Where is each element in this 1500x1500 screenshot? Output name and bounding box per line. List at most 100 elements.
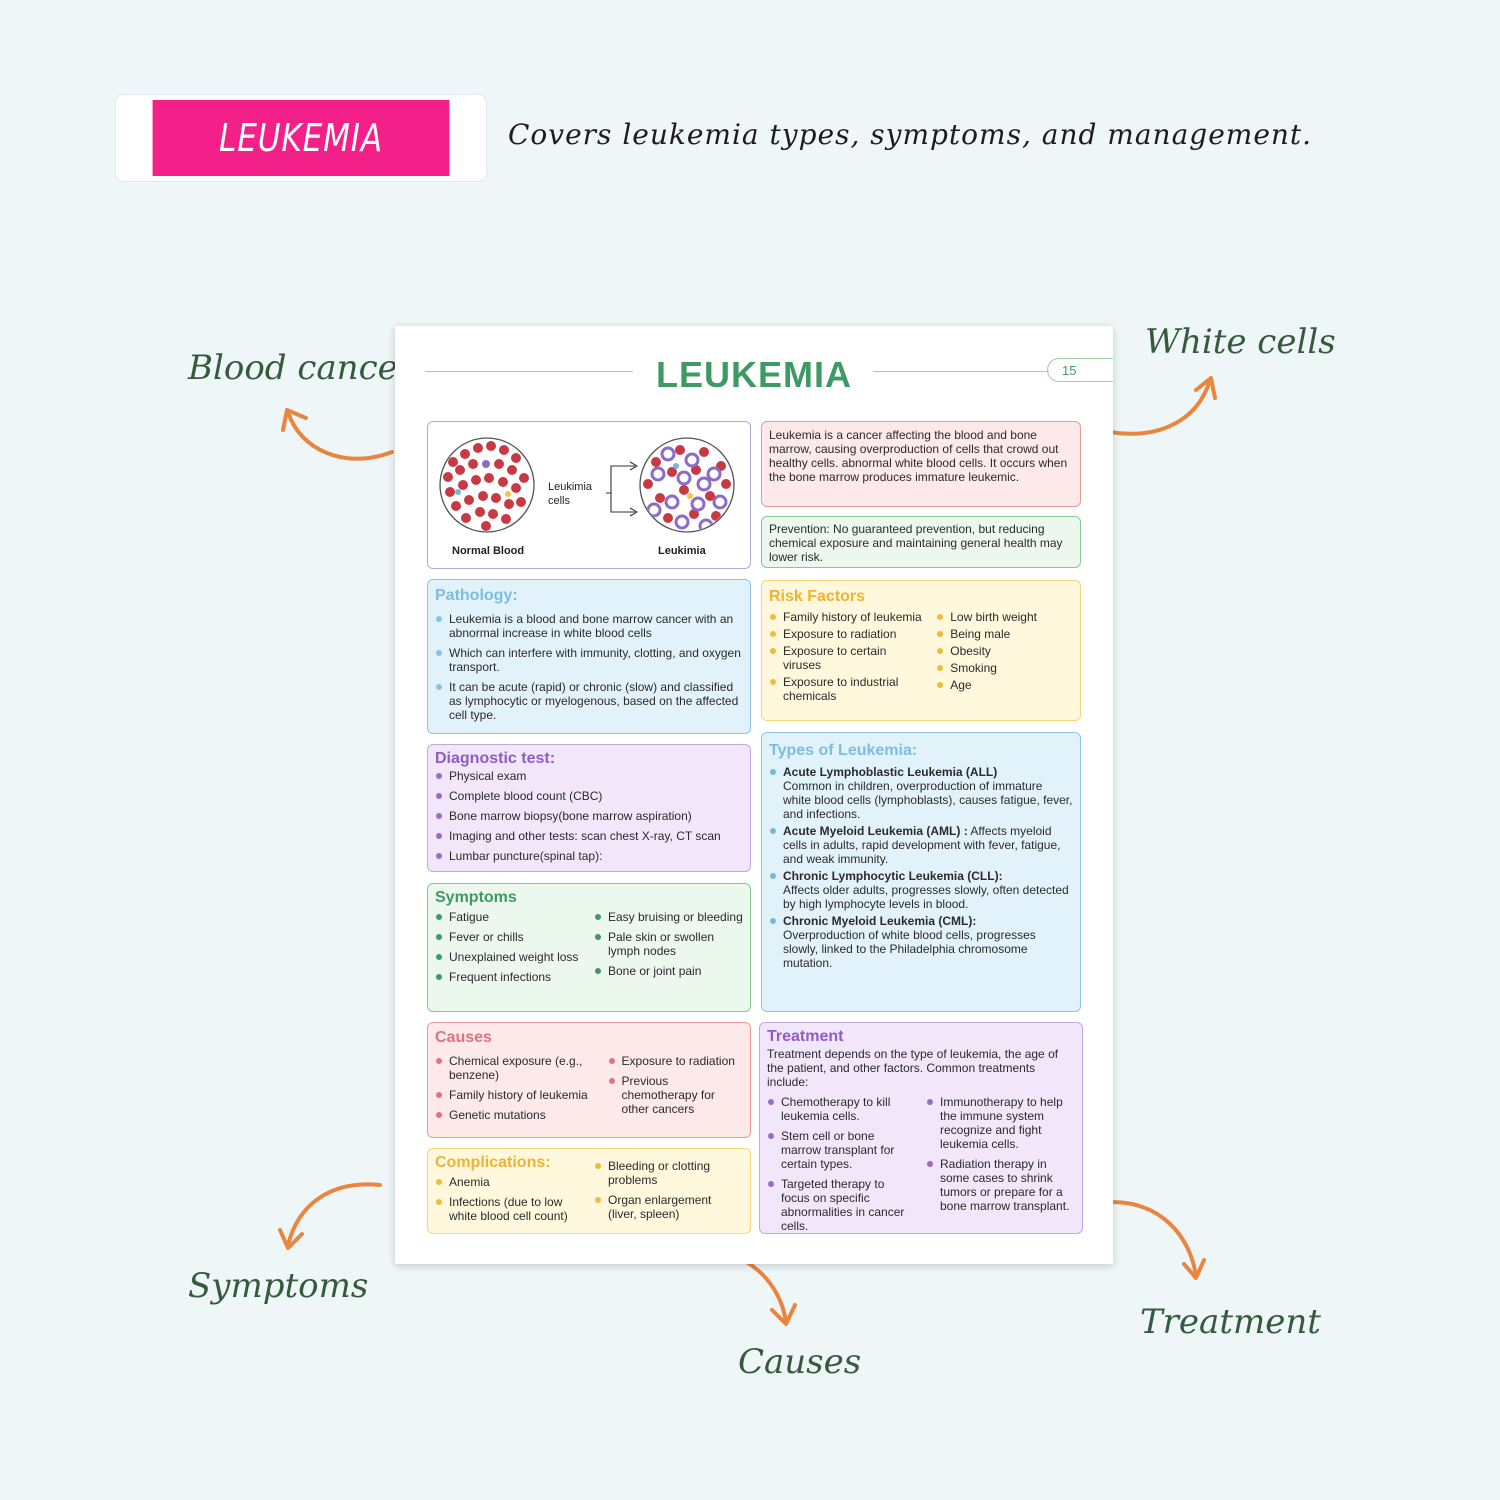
diagnostic-test-card: Diagnostic test: Physical exam Complete … <box>427 744 751 872</box>
type-description: Overproduction of white blood cells, pro… <box>783 928 1036 970</box>
list-item: Bone marrow biopsy(bone marrow aspiratio… <box>435 809 743 823</box>
list-item: Physical exam <box>435 769 743 783</box>
arrow-blood-cancer-head <box>281 408 308 432</box>
complications-card: Complications: Anemia Infections (due to… <box>427 1148 751 1234</box>
type-name: Chronic Myeloid Leukemia (CML): <box>783 914 977 928</box>
list-item: Being male <box>936 627 1073 641</box>
type-name: Acute Lymphoblastic Leukemia (ALL) <box>783 765 998 779</box>
complications-title: Complications: <box>435 1154 551 1171</box>
causes-title: Causes <box>435 1029 492 1046</box>
list-item: Exposure to radiation <box>608 1054 743 1068</box>
definition-card: Leukemia is a cancer affecting the blood… <box>761 421 1081 507</box>
treatment-title: Treatment <box>767 1028 844 1045</box>
tagline: Covers leukemia types, symptoms, and man… <box>508 118 1313 151</box>
list-item: Chronic Lymphocytic Leukemia (CLL): Affe… <box>769 869 1073 911</box>
blood-diagram-card: Leukimia cells Normal Blood Leukimia <box>427 421 751 569</box>
type-description: Affects older adults, progresses slowly,… <box>783 883 1069 911</box>
leukemia-cells-label-line2: cells <box>548 495 571 507</box>
type-description: Common in children, overproduction of im… <box>783 779 1073 821</box>
list-item: Low birth weight <box>936 610 1073 624</box>
topic-badge: LEUKEMIA <box>116 95 486 181</box>
risk-factors-card: Risk Factors Family history of leukemia … <box>761 580 1081 721</box>
list-item: Exposure to certain viruses <box>769 644 926 672</box>
list-item: Imaging and other tests: scan chest X-ra… <box>435 829 743 843</box>
list-item: Acute Myeloid Leukemia (AML) : Affects m… <box>769 824 1073 866</box>
list-item: Fever or chills <box>435 930 584 944</box>
callout-white-cells: White cells <box>1145 322 1336 362</box>
treatment-card: Treatment Treatment depends on the type … <box>759 1022 1083 1234</box>
callout-treatment: Treatment <box>1140 1302 1321 1342</box>
list-item: Age <box>936 678 1073 692</box>
list-item: Fatigue <box>435 910 584 924</box>
list-item: Infections (due to low white blood cell … <box>435 1195 584 1223</box>
list-item: Complete blood count (CBC) <box>435 789 743 803</box>
type-name: Acute Myeloid Leukemia (AML) : <box>783 824 968 838</box>
list-item: Family history of leukemia <box>769 610 926 624</box>
arrow-treatment-head <box>1182 1258 1206 1280</box>
arrow-symptoms-head <box>278 1228 304 1250</box>
pathology-card: Pathology: Leukemia is a blood and bone … <box>427 579 751 734</box>
list-item: Lumbar puncture(spinal tap): <box>435 849 743 863</box>
arrow-causes-head <box>770 1303 797 1326</box>
type-name: Chronic Lymphocytic Leukemia (CLL): <box>783 869 1003 883</box>
treatment-intro: Treatment depends on the type of leukemi… <box>767 1047 1059 1089</box>
list-item: Exposure to radiation <box>769 627 926 641</box>
list-item: Pale skin or swollen lymph nodes <box>594 930 743 958</box>
arrow-blood-cancer <box>286 410 394 461</box>
worksheet-page: LEUKEMIA 15 <box>395 326 1113 1264</box>
sheet-title: LEUKEMIA <box>656 354 852 395</box>
list-item: Smoking <box>936 661 1073 675</box>
list-item: Acute Lymphoblastic Leukemia (ALL) Commo… <box>769 765 1073 821</box>
leukemia-label: Leukimia <box>658 545 706 557</box>
title-rule-right <box>873 371 1049 372</box>
list-item: Easy bruising or bleeding <box>594 910 743 924</box>
list-item: Targeted therapy to focus on specific ab… <box>767 1177 916 1233</box>
definition-text: Leukemia is a cancer affecting the blood… <box>769 428 1068 484</box>
list-item: Genetic mutations <box>435 1108 598 1122</box>
topic-badge-label: LEUKEMIA <box>152 100 450 176</box>
callout-symptoms: Symptoms <box>188 1266 369 1306</box>
list-item: It can be acute (rapid) or chronic (slow… <box>435 680 743 722</box>
arrow-symptoms <box>286 1182 382 1247</box>
page-number: 15 <box>1047 358 1113 382</box>
normal-blood-label: Normal Blood <box>452 545 525 557</box>
callout-causes: Causes <box>738 1342 862 1382</box>
list-item: Chronic Myeloid Leukemia (CML): Overprod… <box>769 914 1073 970</box>
pathology-title: Pathology: <box>435 587 518 604</box>
list-item: Exposure to industrial chemicals <box>769 675 926 703</box>
list-item: Bleeding or clotting problems <box>594 1159 743 1187</box>
list-item: Bone or joint pain <box>594 964 743 978</box>
title-rule-left <box>425 371 633 372</box>
symptoms-card: Symptoms Fatigue Fever or chills Unexpla… <box>427 883 751 1012</box>
leukemia-blood-cells <box>643 445 731 531</box>
type-description: Affects myeloid cells in adults, rapid d… <box>783 824 1061 866</box>
prevention-card: Prevention: No guaranteed prevention, bu… <box>761 516 1081 568</box>
list-item: Chemical exposure (e.g., benzene) <box>435 1054 598 1082</box>
list-item: Which can interfere with immunity, clott… <box>435 646 743 674</box>
normal-blood-cells <box>443 441 529 531</box>
leukemia-blood-circle <box>639 437 735 533</box>
types-title: Types of Leukemia: <box>769 742 918 759</box>
symptoms-title: Symptoms <box>435 889 517 906</box>
list-item: Radiation therapy in some cases to shrin… <box>926 1157 1075 1213</box>
risk-factors-title: Risk Factors <box>769 588 866 605</box>
list-item: Family history of leukemia <box>435 1088 598 1102</box>
list-item: Leukemia is a blood and bone marrow canc… <box>435 612 743 640</box>
arrow-white-cells-head <box>1194 376 1217 400</box>
leukemia-cells-label-line1: Leukimia <box>548 481 593 493</box>
list-item: Unexplained weight loss <box>435 950 584 964</box>
causes-card: Causes Chemical exposure (e.g., benzene)… <box>427 1022 751 1138</box>
callout-blood-cancer: Blood cancer <box>188 348 414 388</box>
list-item: Stem cell or bone marrow transplant for … <box>767 1129 916 1171</box>
list-item: Immunotherapy to help the immune system … <box>926 1095 1075 1151</box>
list-item: Chemotherapy to kill leukemia cells. <box>767 1095 916 1123</box>
arrow-white-cells <box>1108 378 1212 436</box>
list-item: Obesity <box>936 644 1073 658</box>
blood-cells-diagram <box>439 437 735 533</box>
list-item: Organ enlargement (liver, spleen) <box>594 1193 743 1221</box>
list-item: Previous chemotherapy for other cancers <box>608 1074 743 1116</box>
types-card: Types of Leukemia: Acute Lymphoblastic L… <box>761 732 1081 1012</box>
list-item: Anemia <box>435 1175 584 1189</box>
diagnostic-title: Diagnostic test: <box>435 750 556 767</box>
arrow-treatment <box>1110 1200 1198 1278</box>
